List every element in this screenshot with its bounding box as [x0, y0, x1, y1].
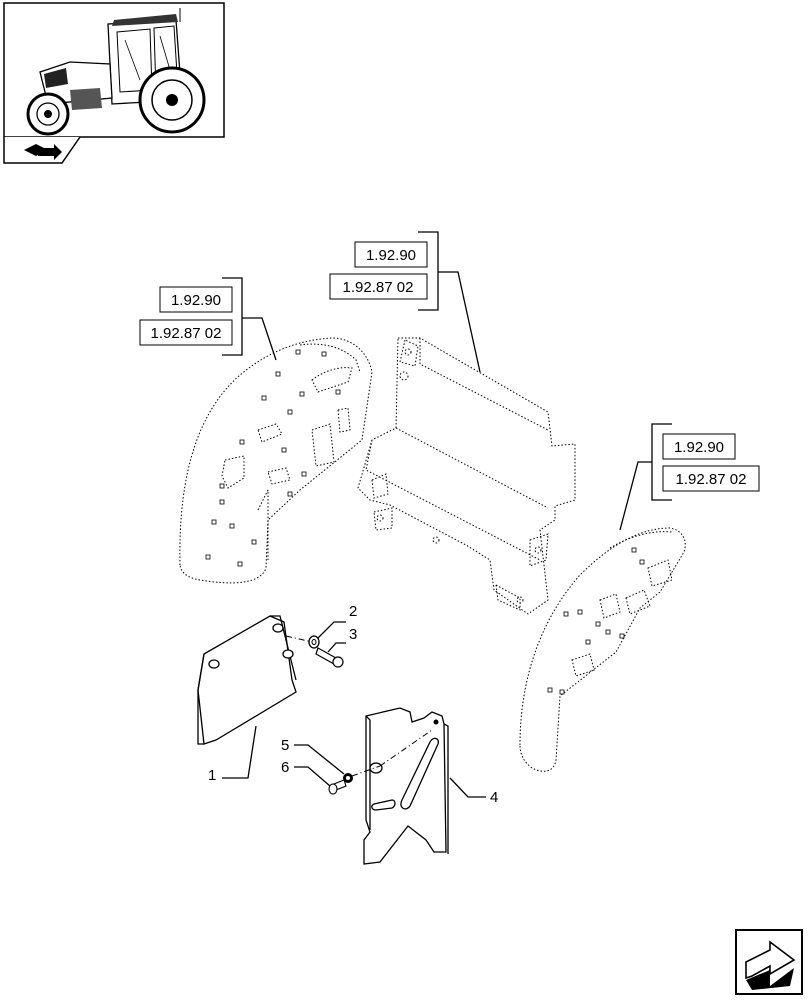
ref-box[interactable] — [329, 273, 428, 300]
ref-label: 1.92.87 02 — [343, 279, 414, 296]
callout-5: 5 — [281, 737, 345, 775]
left-fender — [179, 337, 373, 584]
ref-label: 1.92.90 — [366, 247, 416, 264]
ref-label: 1.92.87 02 — [151, 325, 222, 342]
center-panel — [357, 337, 576, 615]
small-bolt-part[interactable] — [328, 779, 347, 795]
callout-number: 4 — [490, 789, 498, 806]
callout-4: 4 — [449, 777, 498, 806]
right-fender — [519, 527, 686, 772]
ref-label: 1.92.87 02 — [676, 471, 747, 488]
callout-number: 1 — [208, 767, 216, 784]
callout-number: 6 — [281, 759, 289, 776]
washer-part[interactable] — [308, 635, 320, 649]
next-page-arrow-icon[interactable] — [735, 929, 803, 995]
bolt-part[interactable] — [315, 647, 344, 668]
ref-box[interactable] — [159, 286, 233, 313]
book-arrow-icon — [3, 136, 81, 164]
bracket-part[interactable] — [363, 707, 449, 865]
callout-1: 1 — [208, 725, 257, 784]
ref-box[interactable] — [354, 241, 428, 268]
callout-number: 2 — [349, 603, 357, 620]
ref-group-center: 1.92.90 1.92.87 02 — [329, 231, 481, 373]
ref-label: 1.92.90 — [171, 292, 221, 309]
tractor-thumbnail-icon — [3, 2, 225, 138]
small-washer-part[interactable] — [343, 773, 353, 783]
ref-label: 1.92.90 — [674, 439, 724, 456]
callout-2: 2 — [317, 603, 357, 639]
ref-box[interactable] — [662, 465, 760, 492]
ref-group-left: 1.92.90 1.92.87 02 — [139, 277, 277, 361]
ref-group-right: 1.92.90 1.92.87 02 — [619, 423, 760, 531]
plate-part[interactable] — [197, 615, 297, 745]
callout-number: 3 — [349, 626, 357, 643]
ref-box[interactable] — [139, 319, 233, 346]
callout-number: 5 — [281, 737, 289, 754]
callout-3: 3 — [327, 626, 357, 653]
callout-6: 6 — [281, 759, 331, 787]
ref-box[interactable] — [662, 433, 736, 460]
